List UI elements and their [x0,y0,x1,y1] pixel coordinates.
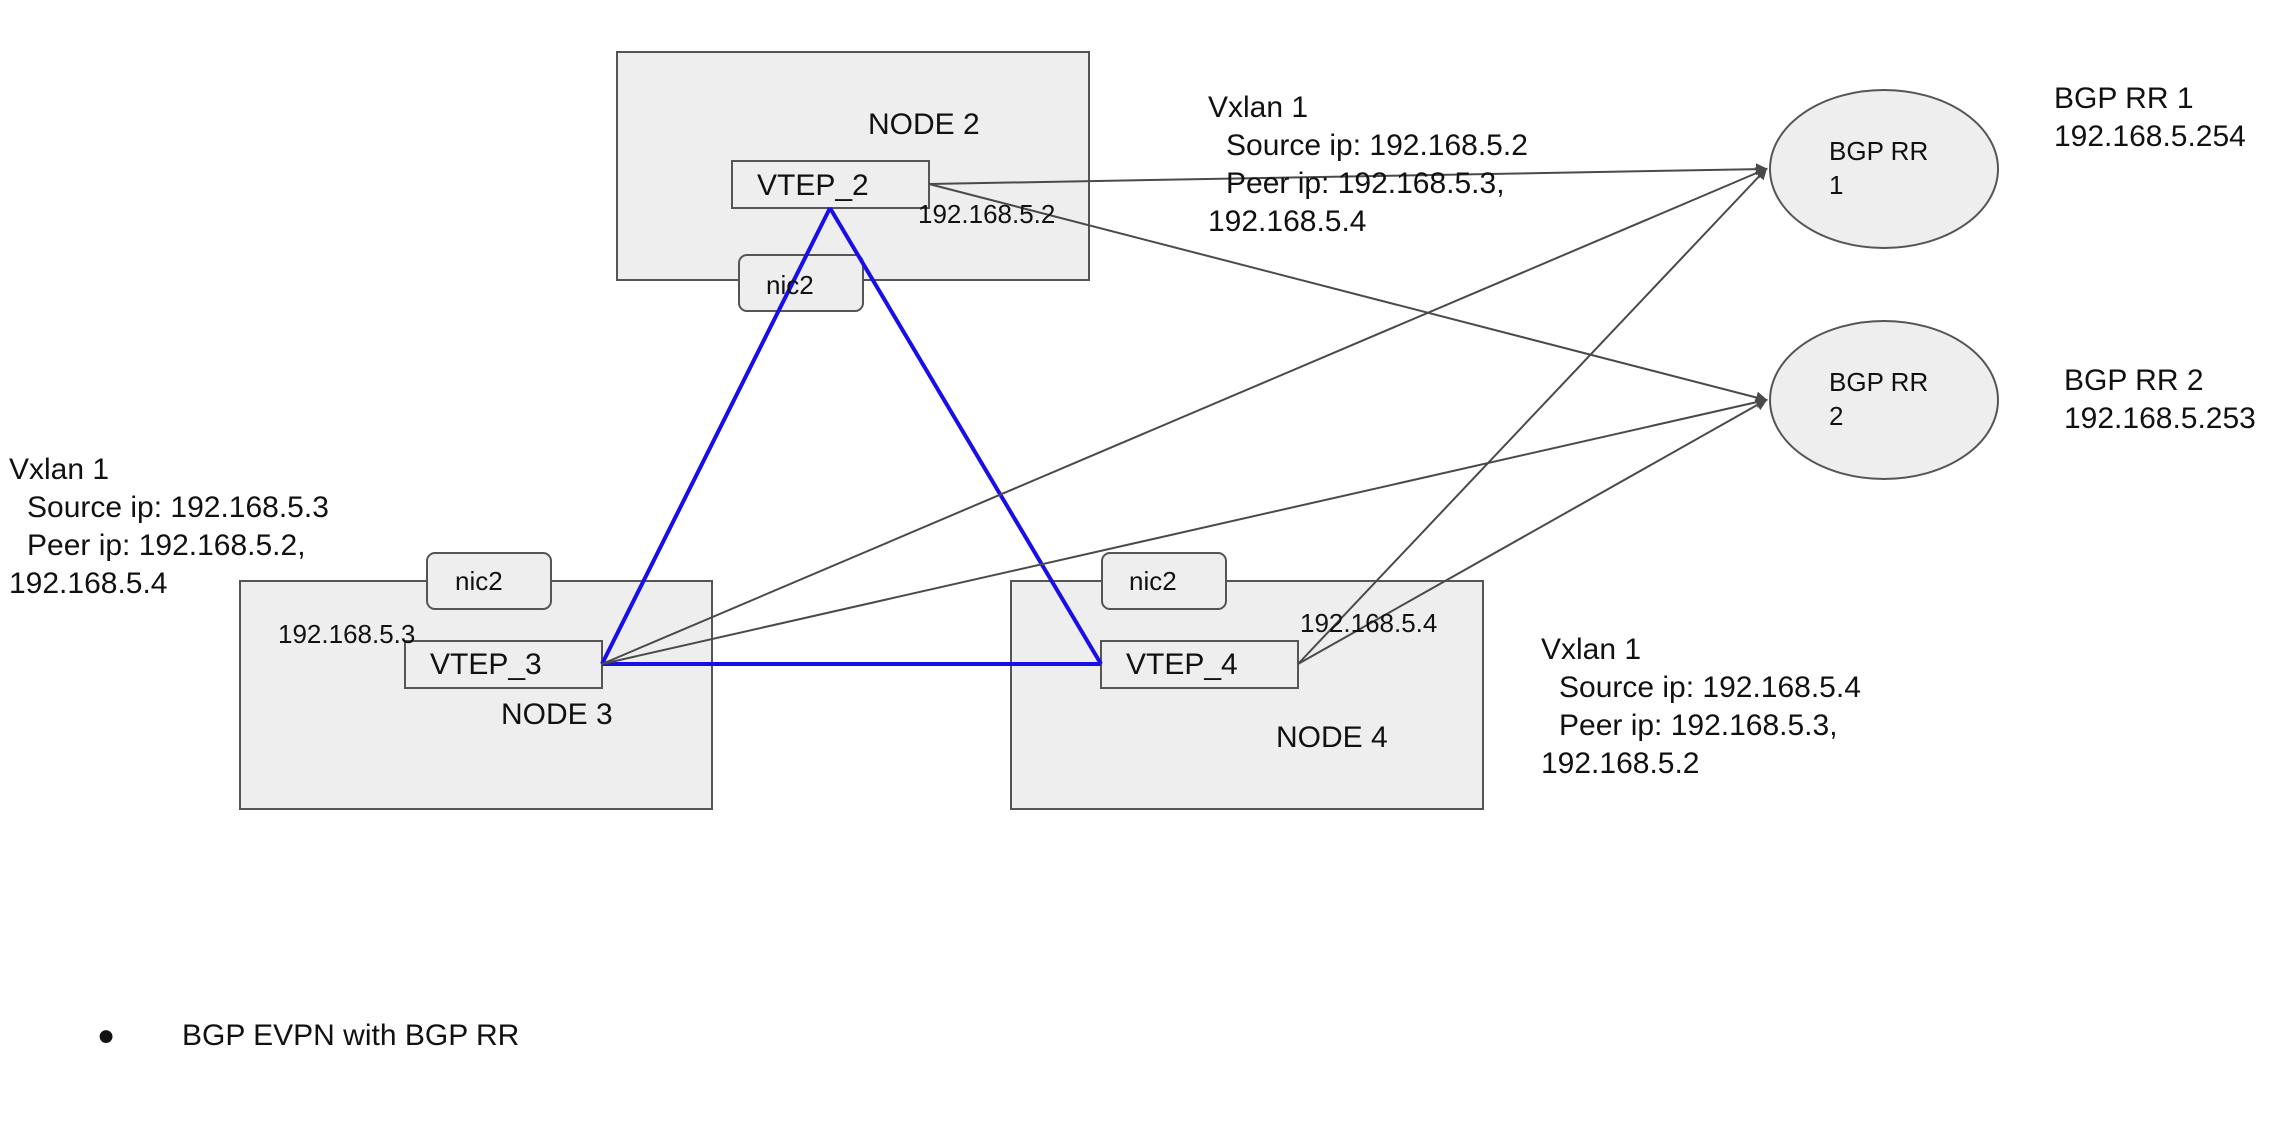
bgp-rr-2-circle [1769,320,1999,480]
vxlan-info-node2-peer-cont: 192.168.5.4 [1208,205,1367,238]
node-4-ip-label: 192.168.5.4 [1300,608,1438,638]
vxlan-info-node4-source: Source ip: 192.168.5.4 [1559,671,1861,704]
vxlan-link-2-3 [600,207,832,665]
node-3-label: NODE 3 [501,698,613,731]
node-2-ip-label: 192.168.5.2 [918,199,1056,229]
node-2-nic [738,254,864,312]
node-4-box [1010,580,1484,810]
bgp-rr-2-ip: 192.168.5.253 [2064,402,2256,435]
node-4-nic [1101,552,1227,610]
bgp-session-vtep2-rr1 [928,163,1768,185]
vxlan-info-node2-source: Source ip: 192.168.5.2 [1226,129,1528,162]
bgp-session-vtep4-rr1 [1297,167,1768,665]
node-3-nic [426,552,552,610]
vxlan-info-node3-peer: Peer ip: 192.168.5.2, [27,529,306,562]
vxlan-info-node2-title: Vxlan 1 [1208,91,1309,124]
vtep-3-label: VTEP_3 [430,648,542,681]
vxlan-info-node3-source: Source ip: 192.168.5.3 [27,491,329,524]
vtep-4-label: VTEP_4 [1126,648,1238,681]
vxlan-info-node3-title: Vxlan 1 [9,453,110,486]
vxlan-info-node4-title: Vxlan 1 [1541,633,1642,666]
bgp-rr-1-ip: 192.168.5.254 [2054,120,2246,153]
bgp-rr-1-circle-line2: 1 [1829,170,1844,200]
node-3-box [239,580,713,810]
node-4-nic-label: nic2 [1129,566,1177,596]
vxlan-info-node4-peer: Peer ip: 192.168.5.3, [1559,709,1838,742]
vtep-4-box [1100,640,1299,689]
vxlan-link-2-4 [828,206,1103,666]
vtep-2-label: VTEP_2 [757,169,869,202]
bgp-rr-1-info: BGP RR 1 192.168.5.254 [2054,80,2246,156]
bgp-rr-1-circle-label: BGP RR 1 [1829,134,1928,202]
vxlan-info-node4: Vxlan 1 Source ip: 192.168.5.4 Peer ip: … [1541,631,1861,783]
bgp-rr-2-name: BGP RR 2 [2064,364,2204,397]
bgp-rr-1-circle-line1: BGP RR [1829,136,1929,166]
bullet-text: BGP EVPN with BGP RR [182,1019,520,1052]
node-3-ip-label: 192.168.5.3 [278,619,416,649]
vxlan-info-node4-peer-cont: 192.168.5.2 [1541,747,1700,780]
bgp-session-vtep2-rr2 [928,183,1768,404]
node-3-nic-label: nic2 [455,566,503,596]
bgp-session-vtep4-rr2 [1297,399,1768,665]
bgp-rr-2-circle-line1: BGP RR [1829,367,1929,397]
bgp-session-vtep3-rr1 [601,167,1768,665]
bgp-rr-2-info: BGP RR 2 192.168.5.253 [2064,362,2256,438]
node-4-label: NODE 4 [1276,721,1388,754]
bullet-point: ● [97,1019,116,1052]
node-2-label: NODE 2 [868,108,980,141]
bgp-rr-1-circle [1769,89,1999,249]
vxlan-info-node2-peer: Peer ip: 192.168.5.3, [1226,167,1505,200]
vtep-3-box [404,640,603,689]
vxlan-info-node2: Vxlan 1 Source ip: 192.168.5.2 Peer ip: … [1208,89,1528,241]
bgp-rr-2-circle-line2: 2 [1829,401,1844,431]
vxlan-info-node3: Vxlan 1 Source ip: 192.168.5.3 Peer ip: … [9,451,329,603]
node-2-nic-label: nic2 [766,270,814,300]
bgp-rr-2-circle-label: BGP RR 2 [1829,365,1928,433]
bgp-session-vtep3-rr2 [601,396,1768,665]
vxlan-info-node3-peer-cont: 192.168.5.4 [9,567,168,600]
bgp-rr-1-name: BGP RR 1 [2054,82,2194,115]
